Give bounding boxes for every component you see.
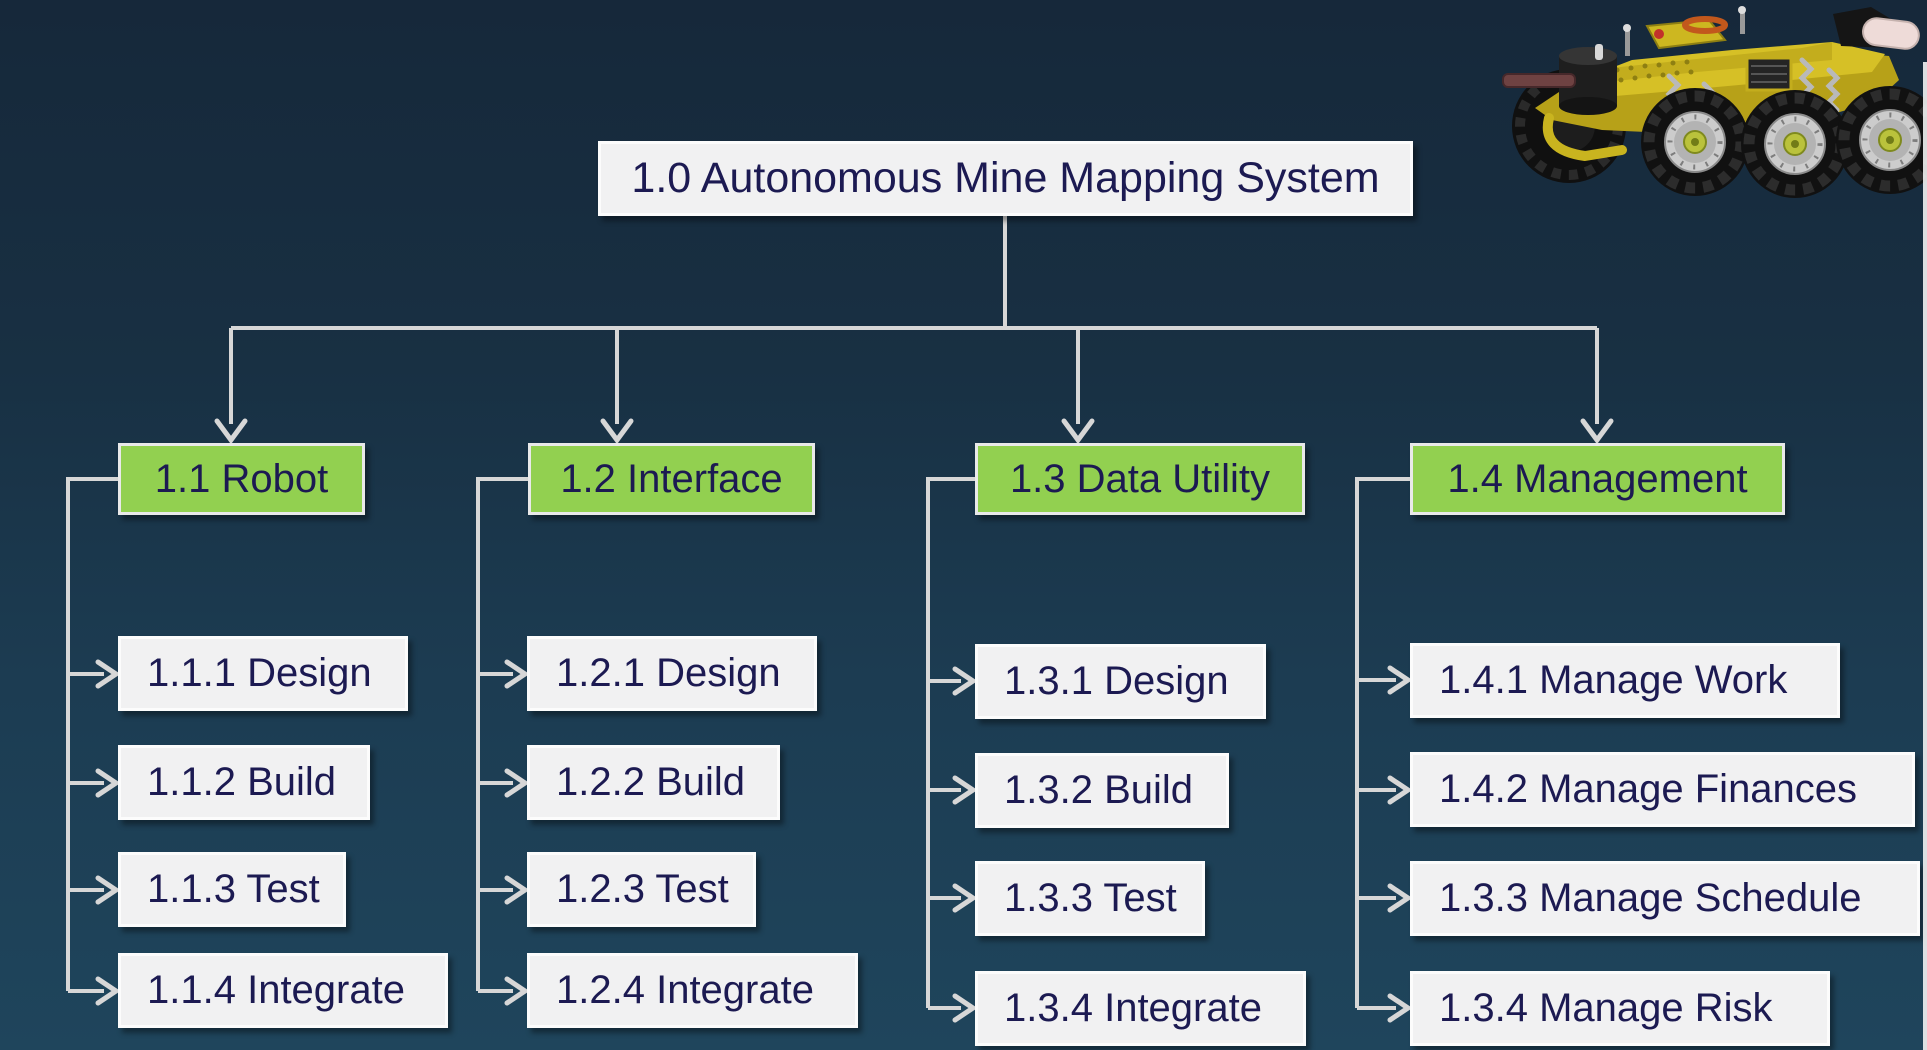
wbs-child-node: 1.1.1 Design [118,636,408,711]
branch-label: 1.2 Interface [560,456,783,501]
child-label: 1.1.3 Test [147,867,320,911]
wbs-child-node: 1.2.1 Design [527,636,817,711]
branch-rail-lines [66,477,1410,1008]
child-arrow-shafts [68,672,1396,1010]
branch-label: 1.3 Data Utility [1009,456,1271,501]
wbs-child-node: 1.2.3 Test [527,852,756,927]
child-label: 1.3.2 Build [1004,768,1194,812]
child-label: 1.1.4 Integrate [147,968,405,1012]
branch-drop-lines [229,328,1599,424]
wbs-child-node: 1.1.3 Test [118,852,346,927]
wbs-child-node: 1.3.4 Integrate [975,971,1306,1046]
trunk-line [231,216,1597,330]
wbs-child-node: 1.4.1 Manage Work [1410,643,1840,718]
slide-right-border [1923,62,1927,1050]
child-label: 1.4.2 Manage Finances [1439,767,1858,811]
mining-robot-image [1502,6,1927,198]
root-node-label: 1.0 Autonomous Mine Mapping System [631,154,1380,202]
branch-drop-arrowheads [214,418,1614,445]
child-label: 1.3.1 Design [1004,659,1229,703]
wbs-child-node: 1.3.1 Design [975,644,1266,719]
wbs-branch-node-management: 1.4 Management [1410,443,1785,515]
branch-label: 1.4 Management [1447,456,1748,501]
child-arrowheads [95,659,1413,1023]
robot-front-module [1502,47,1617,115]
child-label: 1.1.1 Design [147,651,372,695]
wbs-child-node: 1.2.4 Integrate [527,953,858,1028]
child-label: 1.3.4 Integrate [1004,986,1262,1030]
wbs-child-node: 1.1.2 Build [118,745,370,820]
robot-antennas [1595,6,1746,60]
wbs-child-node: 1.2.2 Build [527,745,780,820]
robot-near-wheels [1641,86,1927,198]
wbs-child-node: 1.3.4 Manage Risk [1410,971,1830,1046]
robot-sensor-pod [1833,7,1920,50]
child-label: 1.4.1 Manage Work [1439,658,1788,702]
wbs-child-node: 1.3.3 Manage Schedule [1410,861,1920,936]
wbs-branch-node-robot: 1.1 Robot [118,443,365,515]
wbs-root-node: 1.0 Autonomous Mine Mapping System [598,141,1413,216]
branch-label: 1.1 Robot [154,456,329,501]
child-label: 1.2.2 Build [556,760,746,804]
child-label: 1.3.3 Manage Schedule [1439,876,1862,920]
child-label: 1.2.1 Design [556,651,781,695]
child-label: 1.1.2 Build [147,760,337,804]
child-label: 1.2.3 Test [556,867,729,911]
wbs-child-node: 1.4.2 Manage Finances [1410,752,1915,827]
wbs-child-node: 1.3.3 Test [975,861,1205,936]
child-label: 1.2.4 Integrate [556,968,814,1012]
wbs-branch-node-data-utility: 1.3 Data Utility [975,443,1305,515]
child-label: 1.3.3 Test [1004,876,1177,920]
child-label: 1.3.4 Manage Risk [1439,986,1773,1030]
wbs-child-node: 1.1.4 Integrate [118,953,448,1028]
wbs-branch-node-interface: 1.2 Interface [528,443,815,515]
wbs-child-node: 1.3.2 Build [975,753,1229,828]
